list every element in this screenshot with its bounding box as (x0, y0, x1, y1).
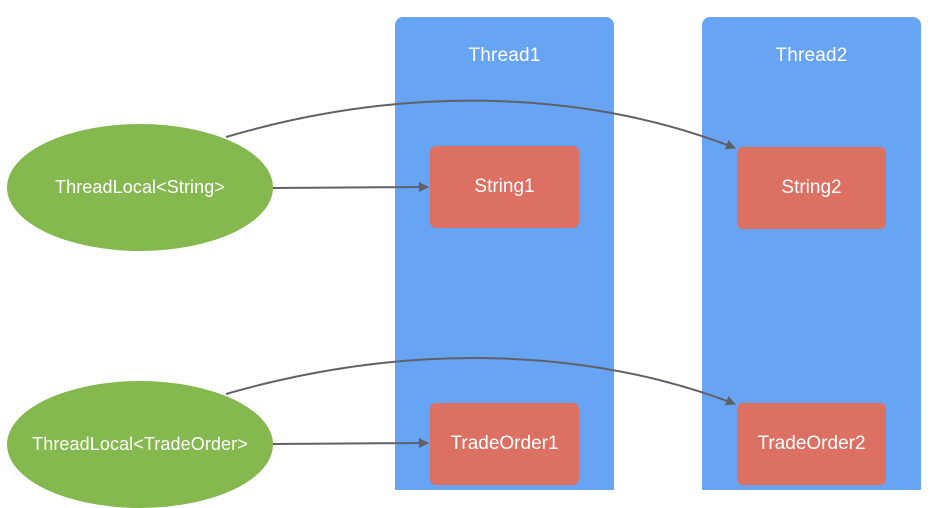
threadlocal-tradeorder-node: ThreadLocal<TradeOrder> (7, 381, 273, 508)
string2-box: String2 (737, 147, 886, 229)
string2-label: String2 (781, 177, 842, 198)
string1-label: String1 (474, 176, 535, 197)
string1-box: String1 (430, 146, 579, 228)
threadlocal-tradeorder-label: ThreadLocal<TradeOrder> (32, 434, 248, 454)
thread1-title: Thread1 (468, 45, 541, 66)
tradeorder2-box: TradeOrder2 (737, 403, 886, 485)
threadlocal-diagram: Thread1 Thread2 String1 TradeOrder1 Stri… (7, 17, 921, 508)
tradeorder2-label: TradeOrder2 (757, 433, 866, 454)
tradeorder1-label: TradeOrder1 (450, 433, 559, 454)
threadlocal-string-label: ThreadLocal<String> (54, 177, 225, 197)
tradeorder1-box: TradeOrder1 (430, 403, 579, 485)
threadlocal-string-node: ThreadLocal<String> (7, 124, 273, 251)
thread2-title: Thread2 (775, 45, 848, 66)
